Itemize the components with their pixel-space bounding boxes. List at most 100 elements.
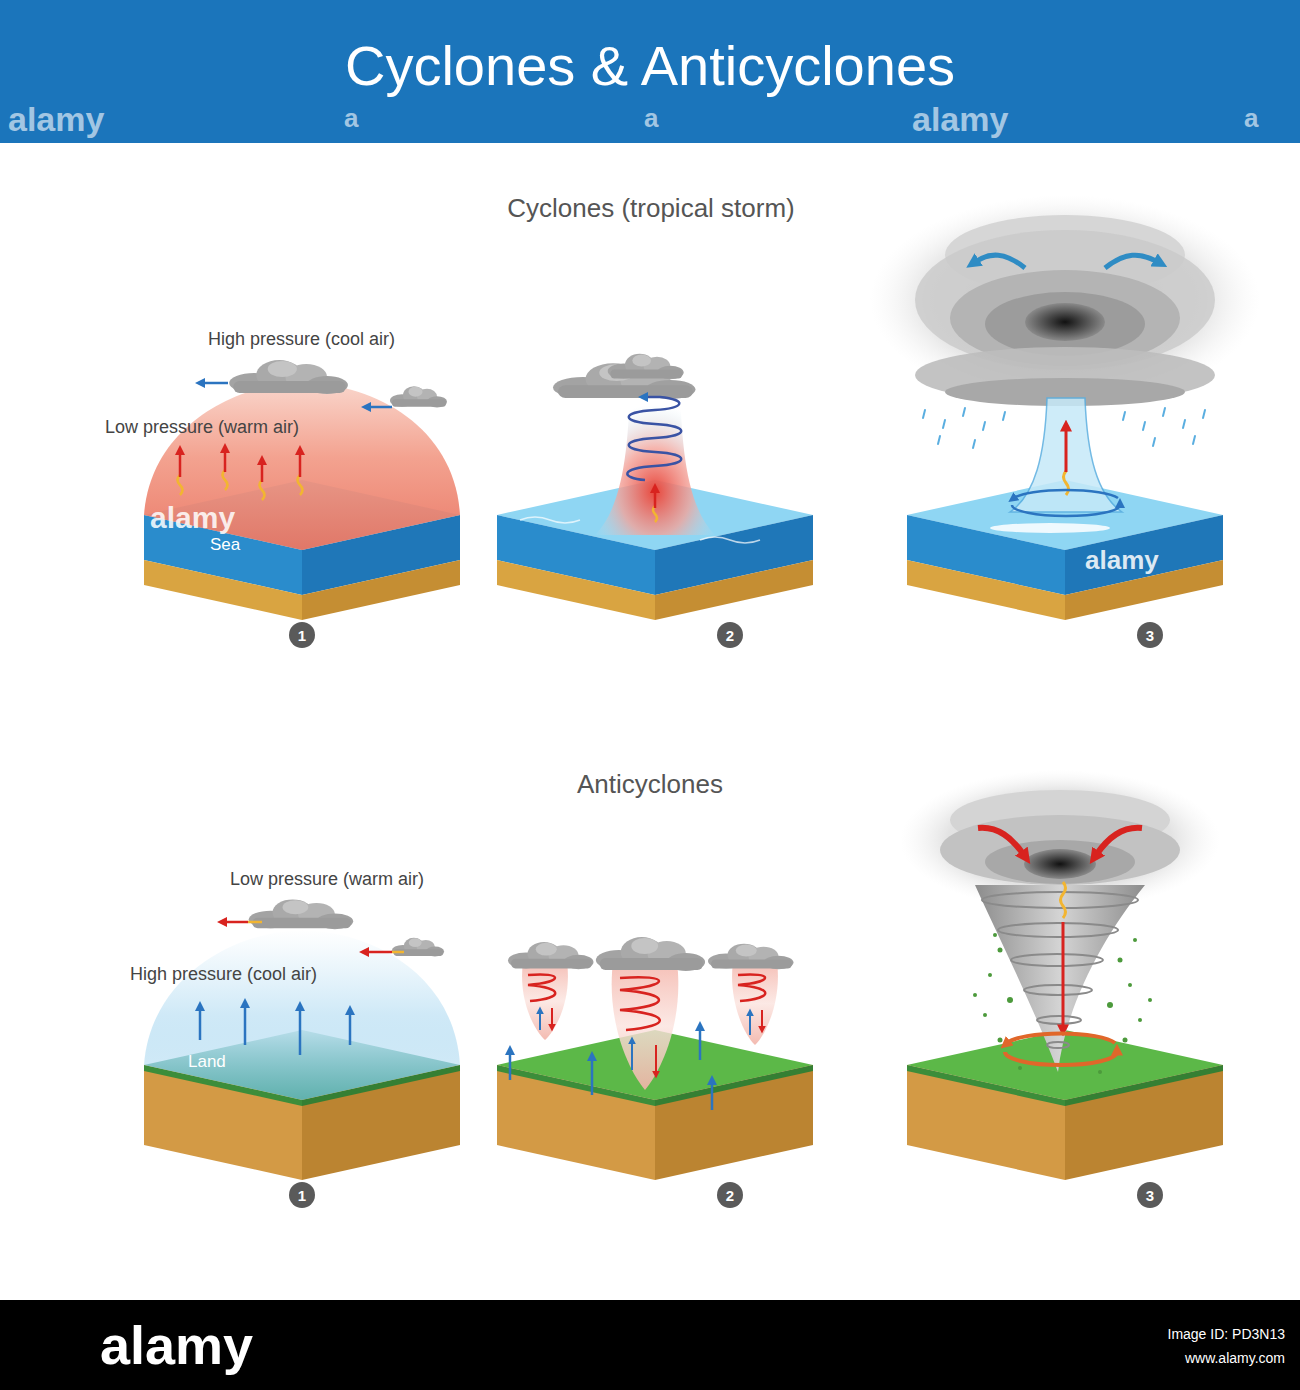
rising-air-arrow <box>223 470 228 490</box>
rising-air-arrow <box>1064 471 1069 495</box>
callout-number: 3 <box>1137 622 1163 648</box>
watermark: alamy <box>912 100 1008 139</box>
wind-arrow <box>202 383 392 407</box>
watermark: alamy <box>1085 546 1159 576</box>
pressure-label: Low pressure (warm air) <box>105 417 299 438</box>
rain <box>1123 412 1125 420</box>
rain <box>1153 438 1155 446</box>
debris <box>973 933 1152 1074</box>
land-block <box>1065 1065 1223 1106</box>
rising-air-arrow <box>653 506 657 522</box>
rising-air-arrow <box>200 1005 350 1055</box>
section-heading: Anticyclones <box>577 770 723 800</box>
rotation-arrow <box>1012 490 1120 516</box>
wind-arrow <box>392 951 404 954</box>
outflow-arrow <box>975 255 1158 268</box>
footer-bar <box>0 1300 1300 1390</box>
outflow-arrow <box>1105 255 1158 268</box>
rain <box>1203 410 1205 418</box>
wind-arrow <box>224 921 248 924</box>
rain <box>1143 422 1145 430</box>
debris <box>1133 938 1137 942</box>
rising-air-arrow <box>591 1058 594 1095</box>
rain <box>983 422 985 430</box>
cloud <box>553 354 696 399</box>
inner-arrow <box>539 1012 541 1030</box>
rising-air-arrow <box>510 1028 712 1110</box>
debris <box>998 948 1003 953</box>
rising-air-arrow <box>1064 428 1069 495</box>
inner-arrow <box>540 1008 762 1073</box>
air-column <box>732 962 778 1045</box>
debris <box>983 1013 987 1017</box>
callout-number: 3 <box>1137 1182 1163 1208</box>
sea-block <box>302 560 460 620</box>
cloud <box>392 938 444 957</box>
callout-text: 2 <box>726 1188 734 1203</box>
rising-air-arrow <box>699 1028 702 1060</box>
sea-foam <box>990 523 1110 533</box>
land-block <box>1065 1065 1223 1180</box>
callout-number: 1 <box>289 1182 315 1208</box>
tornado-funnel <box>982 892 1138 1048</box>
cool-air-dome <box>144 930 460 1100</box>
rain <box>1163 408 1165 416</box>
tornado-funnel <box>975 885 1145 1072</box>
rising-air-arrow <box>179 452 182 477</box>
rising-air-arrow <box>653 490 657 522</box>
rising-air-arrow <box>509 1052 512 1080</box>
debris <box>1123 1038 1128 1043</box>
cloud <box>390 386 447 407</box>
sea-block <box>497 560 655 620</box>
rain <box>1193 436 1195 444</box>
land-block <box>907 1065 1065 1180</box>
debris <box>1128 983 1132 987</box>
cloud <box>249 899 444 956</box>
rain <box>943 420 945 428</box>
debris <box>988 973 992 977</box>
tornado-cloud <box>940 815 1180 885</box>
watermark: alamy <box>150 501 235 536</box>
rotation-arrow <box>1014 490 1118 498</box>
land-block <box>655 1065 813 1106</box>
storm-cloud <box>1025 303 1105 341</box>
title-band <box>0 0 1300 143</box>
inner-arrow <box>631 1042 633 1070</box>
inner-arrow <box>749 1014 751 1035</box>
tornado-cloud <box>985 840 1135 884</box>
rotation-arrow <box>1007 1033 1115 1043</box>
storm-cloud <box>870 195 1260 405</box>
rising-air-arrow <box>261 462 264 482</box>
air-column <box>522 962 568 1040</box>
land-block <box>907 1065 1065 1106</box>
callout-text: 1 <box>298 628 306 643</box>
spiral-arrow <box>528 974 765 1030</box>
tornado-cloud <box>1024 849 1096 879</box>
pressure-label: High pressure (cool air) <box>208 329 395 350</box>
callout-text: 3 <box>1146 1188 1154 1203</box>
tornado-funnel <box>1011 954 1103 966</box>
air-column <box>612 962 679 1090</box>
rising-air-arrow <box>711 1082 714 1110</box>
callout-text: 3 <box>1146 628 1154 643</box>
rain <box>963 408 965 416</box>
rain <box>923 410 925 418</box>
rain <box>1183 420 1185 428</box>
tornado-funnel <box>975 885 1145 1072</box>
wind-arrow <box>368 406 392 409</box>
wind-arrow <box>366 951 392 954</box>
debris <box>1148 998 1152 1002</box>
wind-arrow <box>248 921 262 924</box>
cloud <box>708 944 794 970</box>
source-url: www.alamy.com <box>1185 1350 1285 1366</box>
watermark: a <box>1244 104 1258 134</box>
rising-air-arrow <box>349 1012 352 1045</box>
cloud <box>596 937 705 971</box>
debris <box>1018 1066 1022 1070</box>
pressure-label: High pressure (cool air) <box>130 964 317 985</box>
surface-label: Sea <box>210 535 240 555</box>
debris <box>1118 958 1123 963</box>
rising-air-arrow <box>178 475 183 495</box>
